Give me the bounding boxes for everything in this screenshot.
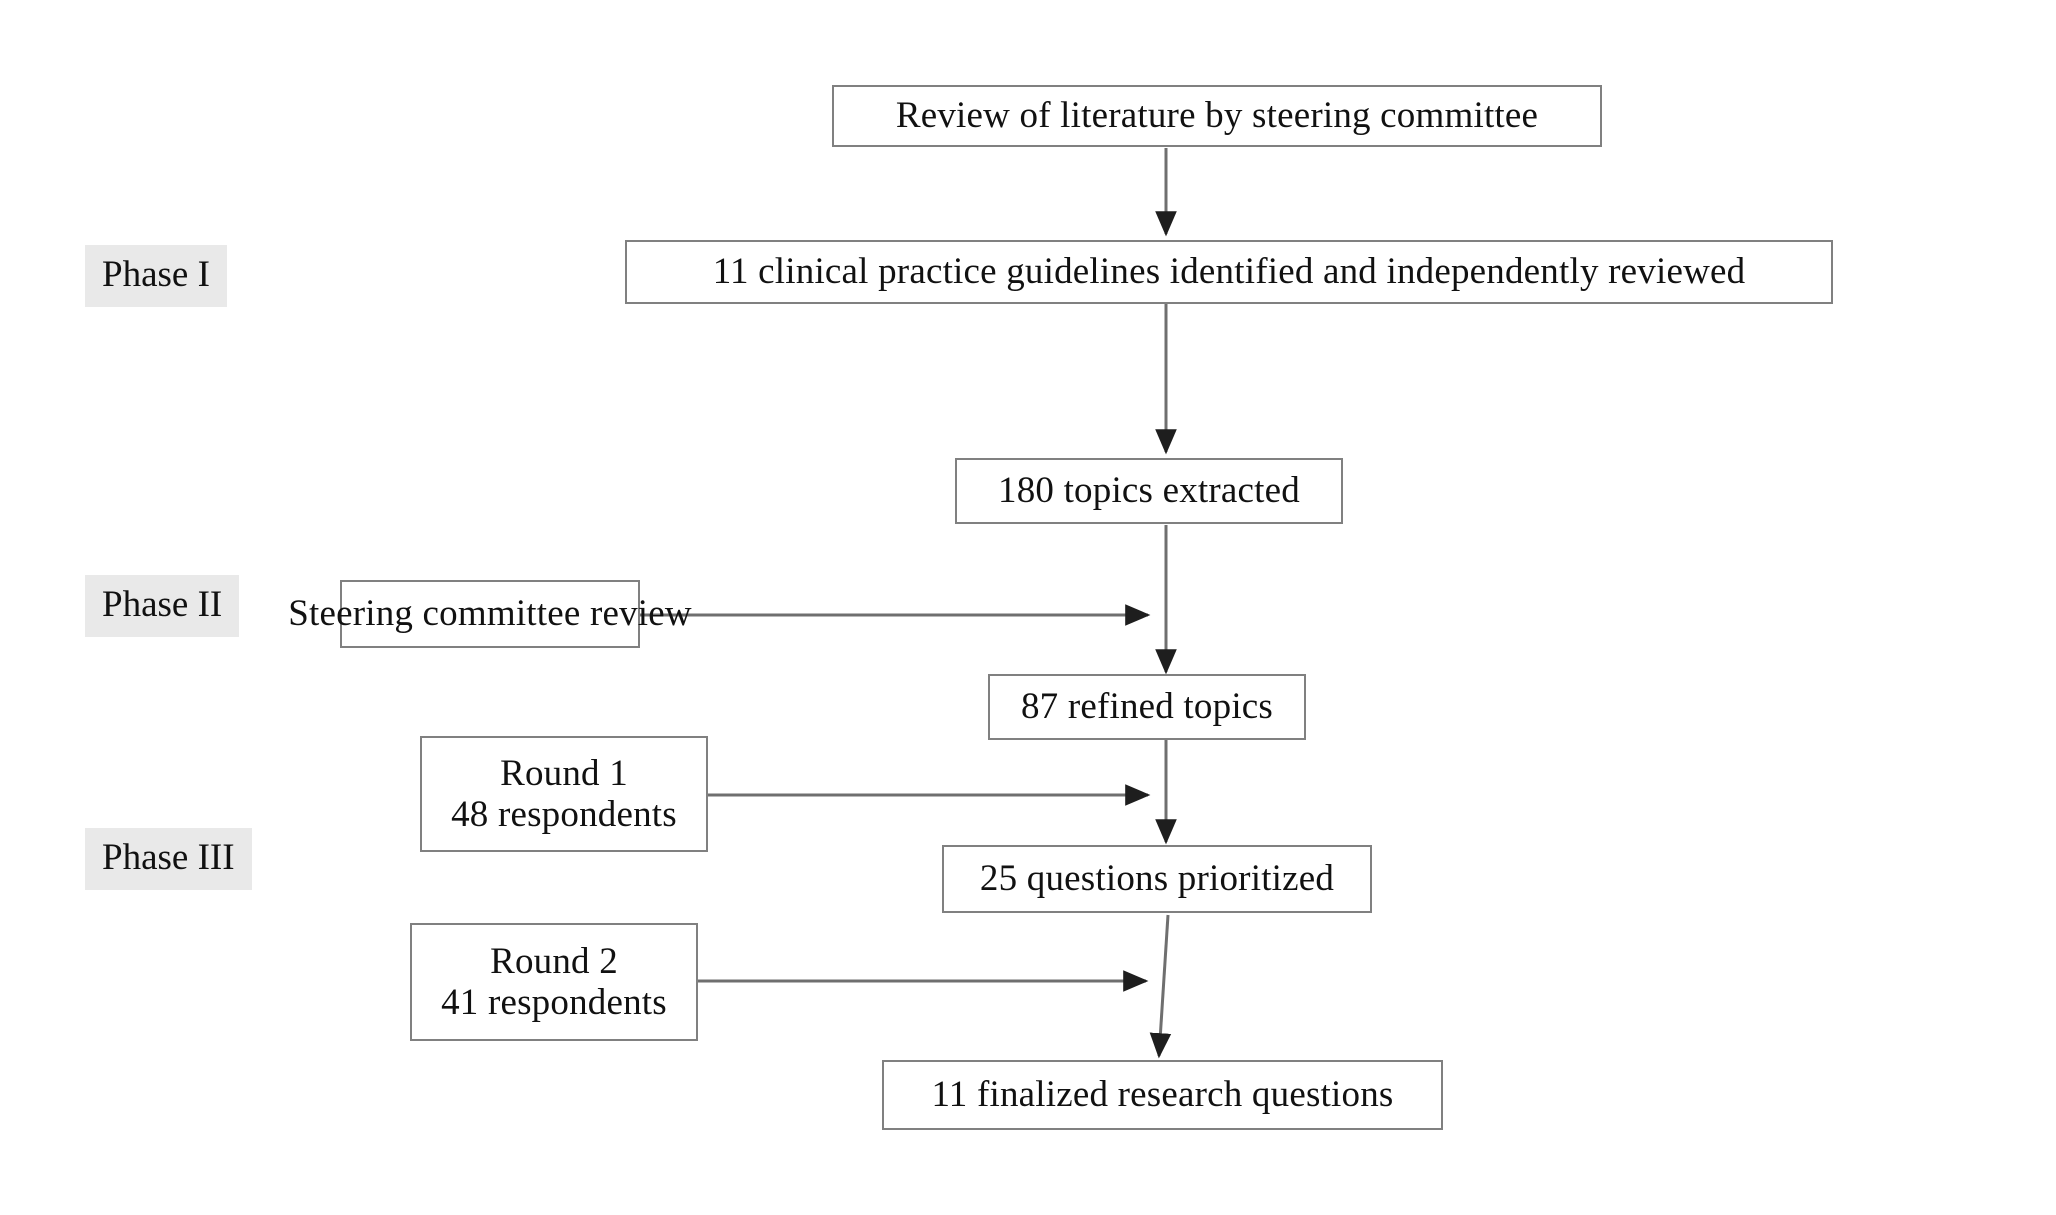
node-questions-prioritized-label: 25 questions prioritized: [979, 858, 1335, 900]
node-topics-extracted-label: 180 topics extracted: [998, 470, 1300, 512]
node-steering-committee-review-label: Steering committee review: [288, 593, 692, 635]
node-refined-topics-label: 87 refined topics: [1020, 686, 1274, 728]
phase-label-2: Phase II: [85, 575, 240, 637]
node-topics-extracted: 180 topics extracted: [955, 458, 1343, 524]
node-final-research-questions-label: 11 finalized research questions: [931, 1074, 1394, 1116]
phase-label-1: Phase I: [85, 245, 227, 307]
node-round-1-respondents: 48 respondents: [451, 794, 677, 835]
node-round-2: Round 2 41 respondents: [410, 923, 698, 1041]
node-refined-topics: 87 refined topics: [988, 674, 1306, 740]
node-clinical-practice-guidelines-label: 11 clinical practice guidelines identifi…: [712, 251, 1746, 293]
node-clinical-practice-guidelines: 11 clinical practice guidelines identifi…: [625, 240, 1833, 304]
arrow-prioritized-to-final: [1149, 914, 1172, 1059]
node-round-2-title: Round 2: [490, 940, 618, 982]
node-round-1-title: Round 1: [500, 752, 628, 794]
node-review-of-literature: Review of literature by steering committ…: [832, 85, 1602, 147]
node-steering-committee-review: Steering committee review: [288, 580, 692, 648]
node-final-research-questions: 11 finalized research questions: [882, 1060, 1443, 1130]
node-review-of-literature-label: Review of literature by steering committ…: [895, 95, 1539, 137]
node-questions-prioritized: 25 questions prioritized: [942, 845, 1372, 913]
phase-label-3: Phase III: [85, 828, 252, 890]
node-round-1: Round 1 48 respondents: [420, 736, 708, 852]
node-round-2-respondents: 41 respondents: [441, 982, 667, 1023]
